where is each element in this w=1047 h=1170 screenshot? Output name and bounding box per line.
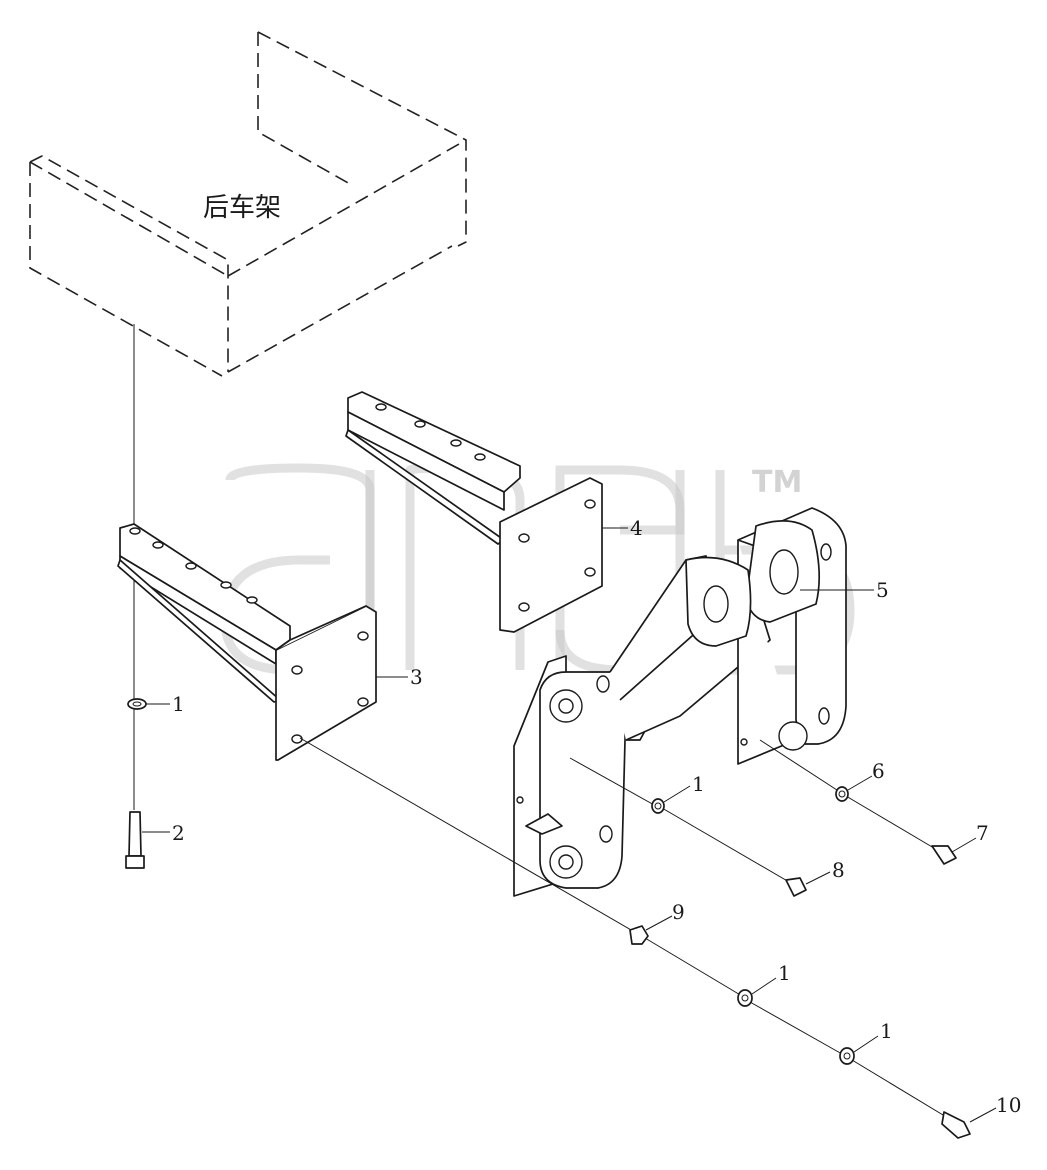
bolt-icon [941,1111,971,1139]
callout-8: 8 [832,858,845,882]
callout-1: 1 [172,692,185,716]
lift-frame-part-5 [513,507,847,897]
bolt-icon [785,877,807,897]
washer-icon [839,1047,855,1065]
callout-6: 6 [872,759,885,783]
rear-frame: 后车架 [29,31,467,377]
callout-7: 7 [976,821,989,845]
callout-1: 1 [880,1019,893,1043]
callout-leaders [142,527,997,1123]
washer-icon [835,786,849,802]
rear-frame-label: 后车架 [203,193,281,223]
callout-1: 1 [778,961,791,985]
callout-1: 1 [692,772,705,796]
callout-5: 5 [876,578,889,602]
callout-2: 2 [172,821,185,845]
callout-3: 3 [410,665,423,689]
bracket-left-part-3 [117,523,377,761]
callout-10: 10 [996,1093,1021,1117]
bolt-icon [128,811,142,857]
washer-icon [651,798,665,814]
watermark-tm: TM [752,465,802,500]
bracket-right-part-4 [345,391,603,633]
callout-4: 4 [630,516,643,540]
callout-numbers: 1 2 3 4 5 1 6 7 8 9 1 1 10 [172,516,1021,1117]
fasteners [125,698,971,1139]
bolt-icon [931,845,957,865]
washer-icon [127,698,147,710]
assembly-lines [299,737,949,1119]
callout-9: 9 [672,900,685,924]
washer-icon [737,989,753,1007]
nut-icon [629,925,649,945]
